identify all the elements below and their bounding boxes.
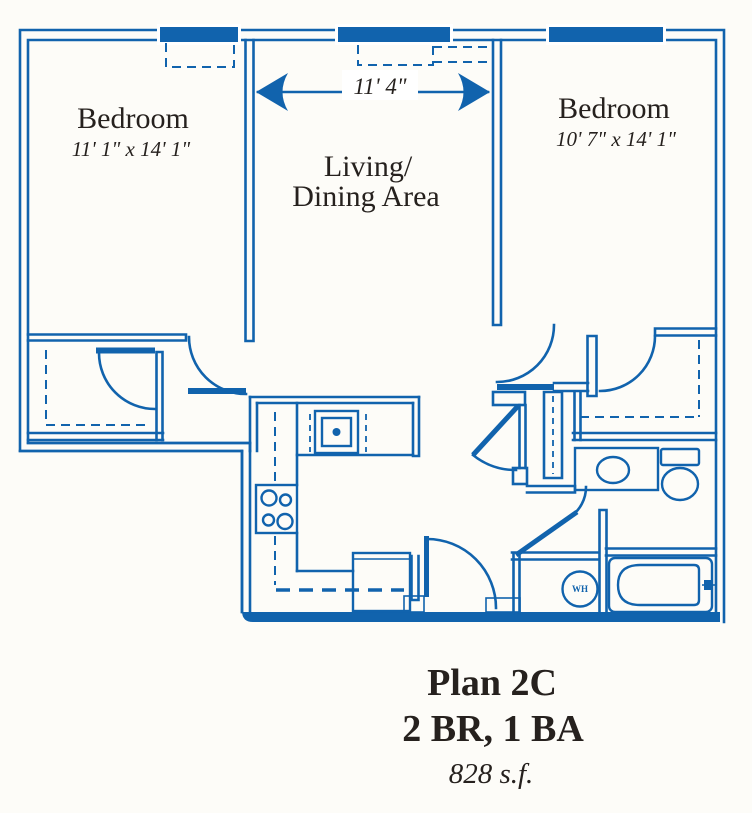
wall-bath-west (525, 484, 577, 494)
doors (96, 323, 657, 610)
dimension-arrow: 11' 4" (256, 70, 490, 111)
hall-door-arc (471, 453, 518, 472)
wall-closet-right-south (571, 431, 718, 442)
wall-wh-north (510, 551, 601, 561)
wall-closet-left-east (155, 350, 164, 442)
entry-stoop-left (403, 595, 425, 613)
water-heater-door (514, 485, 588, 558)
window-left-sill-dashed (165, 43, 235, 68)
bathroom (573, 446, 716, 614)
plan-configuration: 2 BR, 1 BA (402, 708, 584, 750)
water-heater-door-leaf (514, 509, 579, 558)
wall-tub-north (604, 547, 718, 557)
wall-kitchen-southeast-stub (410, 554, 420, 602)
kitchen-sink-inner (320, 416, 353, 448)
entry-door (424, 536, 498, 610)
closet-right-door (598, 334, 657, 393)
entry-door-arc (425, 537, 498, 610)
range (254, 483, 299, 535)
kitchen-west-wall-upper (248, 395, 259, 453)
bedroom-left-label: Bedroom (77, 102, 189, 135)
bedroom-right-dimensions: 10' 7" x 14' 1" (556, 127, 676, 151)
closet-left-rod-dashed (45, 350, 148, 426)
bedroom-left-dimensions: 11' 1" x 14' 1" (72, 137, 191, 161)
wall-hall-north-jamb (491, 390, 527, 407)
window-center (338, 27, 450, 42)
range-burner-3 (261, 513, 276, 527)
kitchen-sink-outer (313, 409, 360, 455)
water-heater-circle (561, 570, 599, 608)
living-dining-label-line2: Dining Area (292, 180, 439, 213)
dimension-label-backing (342, 70, 418, 100)
windows (157, 24, 666, 68)
vanity (573, 446, 660, 492)
plan-area: 828 s.f. (449, 758, 534, 790)
bedroom-right-door (495, 323, 556, 390)
wall-kitchen-north (248, 395, 421, 405)
wall-closet-right-north (653, 327, 718, 337)
window-center-sill-dashed (357, 45, 434, 66)
toilet-tank (659, 447, 701, 467)
window-left (160, 27, 238, 42)
hall-door (471, 404, 520, 472)
wall-closet-left-south (26, 431, 165, 442)
wall-bedroom-left-south (26, 333, 188, 342)
title-block: Plan 2C 2 BR, 1 BA 828 s.f. (402, 662, 584, 790)
bedroom-left-door-arc (187, 335, 248, 396)
wall-living-bedroom-right (491, 38, 503, 327)
entry-stoop-right (485, 597, 521, 613)
vanity-sink (595, 455, 631, 485)
wall-wh-west (512, 551, 521, 615)
bathroom-pocket-door (542, 390, 564, 480)
closet-left-door (96, 347, 157, 411)
closet-left-door-arc (97, 351, 157, 411)
range-burner-2 (278, 493, 293, 507)
wall-kitchen-northeast-stub (411, 395, 421, 458)
bedroom-left-door (187, 335, 248, 396)
living-dining-label-line1: Living/ (324, 150, 413, 183)
wall-bedroom-right-south (552, 381, 590, 393)
room-labels: Bedroom 11' 1" x 14' 1" Bedroom 10' 7" x… (72, 92, 676, 213)
range-burner-4 (276, 512, 294, 531)
water-heater-label: WH (572, 584, 588, 594)
living-width-dimension: 11' 4" (353, 74, 406, 99)
window-center-sill-extension (433, 46, 491, 63)
bedroom-right-label: Bedroom (558, 92, 670, 125)
toilet-bowl (660, 466, 700, 502)
wall-closet-right-stub (586, 334, 598, 398)
exterior-walls (18, 28, 726, 624)
interior-walls (26, 38, 718, 615)
bathroom-pocket-door-frame (542, 390, 564, 480)
closet-rods (45, 340, 700, 426)
wall-kitchen-west-lower (240, 449, 252, 614)
plan-name: Plan 2C (427, 662, 557, 704)
wall-hall-west (518, 403, 527, 470)
refrigerator (351, 551, 412, 613)
kitchen-sink-drain (332, 428, 341, 436)
wall-bedroom-left-living (244, 38, 255, 343)
kitchen (254, 401, 415, 613)
range-burner-1 (260, 489, 278, 507)
bedroom-right-door-arc (495, 323, 556, 384)
dimension-arrowhead-left (256, 73, 288, 111)
wall-hall-south-jamb (511, 466, 529, 486)
water-heater: WH (561, 570, 599, 608)
wall-wh-tub-divider (598, 508, 608, 615)
window-right (549, 27, 663, 42)
closet-right-rod-dashed (580, 340, 700, 418)
closet-right-door-arc (598, 334, 657, 393)
dimension-arrowhead-right (458, 73, 490, 111)
hall-door-leaf (471, 404, 520, 457)
bathtub-basin (616, 563, 701, 607)
